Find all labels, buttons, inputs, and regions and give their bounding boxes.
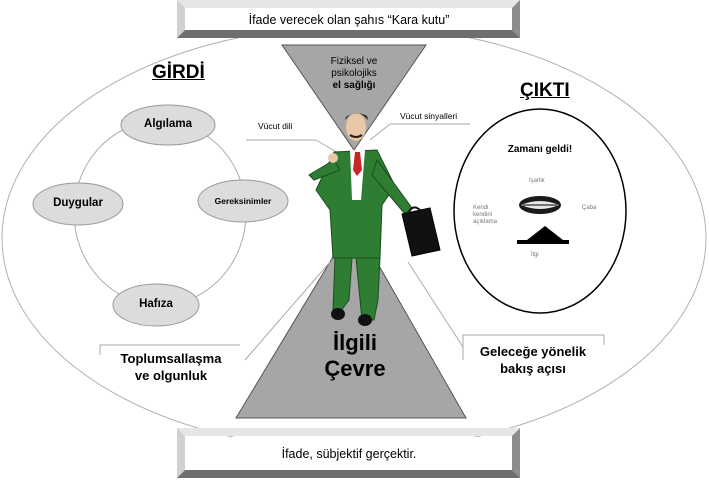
funnel-bottom-line2: Çevre [324, 356, 386, 381]
node-emotions [32, 182, 124, 226]
header-box: İfade verecek olan şahıs “Kara kutu” [186, 9, 512, 30]
emotions-label: Duygular [53, 197, 103, 209]
footer-text: İfade, sübjektif gerçektir. [281, 446, 417, 461]
body-signals-label: Vücut sinyalleri [400, 111, 458, 121]
footer-box: İfade, sübjektif gerçektir. [186, 437, 512, 470]
triangle-icon [517, 226, 569, 244]
funnel-bottom [235, 221, 467, 419]
output-circle-title: Zamanı geldi! [507, 144, 573, 155]
future-bracket [462, 334, 605, 360]
funnel-top [281, 44, 427, 151]
future-callout: Geleceğe yönelik bakış açısı [465, 343, 601, 377]
input-title: GİRDİ [152, 62, 205, 83]
socialization-bracket [99, 344, 240, 355]
output-self-line3: açıklama [473, 219, 498, 225]
body-language-label: Vücut dili [258, 121, 293, 131]
node-memory [112, 283, 200, 327]
future-line2: bakış açısı [500, 361, 566, 376]
node-perception [120, 104, 216, 146]
output-self-line2: kendini [473, 212, 493, 218]
socialization-line1: Toplumsallaşma [120, 351, 222, 366]
funnel-bottom-label: İlgili Çevre [300, 330, 410, 382]
needs-label: Gereksinimler [214, 196, 272, 206]
footer-frame [177, 428, 520, 478]
socialization-leader [244, 261, 331, 361]
output-verbal-label: Işarlik [529, 178, 545, 184]
output-right-label: Çaba [582, 205, 597, 211]
output-title: ÇIKTI [520, 80, 570, 101]
header-frame [177, 0, 520, 38]
output-bottom-label: İlgi [531, 252, 539, 258]
funnel-top-line2: psikolojiks [331, 68, 377, 79]
socialization-callout: Toplumsallaşma ve olgunluk [103, 350, 239, 384]
funnel-top-line1: Fiziksel ve [330, 56, 378, 67]
funnel-top-label: Fiziksel ve psikolojiks el sağlığı [314, 56, 394, 92]
future-line1: Geleceğe yönelik [479, 344, 587, 359]
future-leader [407, 261, 464, 348]
lips-icon [519, 196, 561, 214]
output-self-line1: Kendi [473, 205, 489, 211]
businessman-figure [308, 113, 441, 326]
socialization-line2: ve olgunluk [134, 368, 208, 383]
header-text: İfade verecek olan şahıs “Kara kutu” [248, 12, 450, 27]
output-self-label: Kendi kendini açıklama [473, 205, 497, 226]
funnel-top-line3: el sağlığı [332, 80, 376, 91]
perception-label: Algılama [144, 118, 192, 130]
memory-label: Hafıza [139, 298, 173, 310]
funnel-bottom-line1: İlgili [333, 330, 377, 355]
node-needs [197, 179, 289, 223]
